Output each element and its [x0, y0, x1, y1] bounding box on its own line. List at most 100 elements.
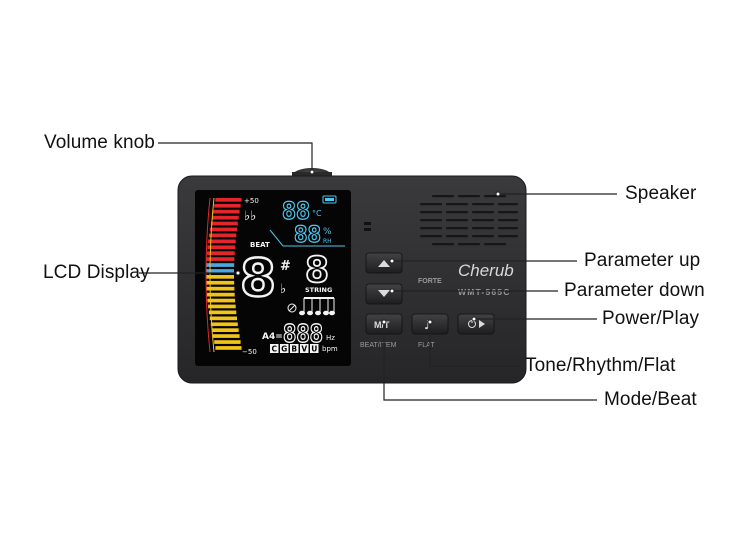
speaker-slot	[420, 203, 442, 206]
label-speaker: Speaker	[625, 183, 697, 204]
speaker-slot	[432, 195, 454, 198]
lcd-temp-unit: °C	[312, 209, 322, 218]
speaker-slot	[420, 235, 442, 238]
speaker-slot	[458, 195, 480, 198]
lcd-string-digit: 8	[305, 250, 329, 291]
lcd-temp-panel: 88 °C 88 % RH	[269, 195, 345, 249]
rhythm-notes-icon	[287, 297, 335, 316]
instrument-letter: C	[271, 345, 277, 354]
label-tone-rhythm-flat: Tone/Rhythm/Flat	[525, 355, 676, 376]
meter-bar	[208, 310, 237, 315]
speaker-slot	[498, 203, 518, 206]
instrument-letter: U	[311, 345, 317, 354]
meter-bar	[213, 209, 240, 214]
lcd-sharp: #	[280, 259, 291, 274]
meter-bar	[213, 334, 240, 338]
instrument-letter: V	[301, 345, 307, 354]
lcd-minus50: −50	[242, 348, 257, 356]
lcd-beat-label: BEAT	[250, 241, 270, 249]
meter-bar	[209, 227, 237, 232]
meter-bar	[208, 233, 237, 238]
instrument-letter: B	[291, 345, 297, 354]
meter-bar	[206, 263, 235, 267]
meter-bar	[206, 292, 235, 297]
meter-bar	[215, 198, 242, 202]
meter-bar	[206, 257, 235, 261]
label-parameter-down: Parameter down	[564, 280, 705, 301]
forte-label: FORTE	[418, 278, 442, 285]
model-number: WMT-565C	[458, 287, 511, 297]
speaker-slot	[498, 219, 518, 222]
lcd-humidity-sub: RH	[323, 238, 332, 245]
meter-bar	[214, 203, 241, 208]
label-lcd-display: LCD Display	[43, 262, 150, 283]
power-play-button[interactable]	[457, 313, 495, 335]
meter-bar	[208, 304, 236, 309]
instrument-box	[310, 344, 319, 353]
lcd-a4-label: A4=	[262, 332, 283, 342]
meter-bar	[214, 340, 241, 344]
parameter-down-button[interactable]	[365, 283, 403, 305]
meter-bar	[207, 298, 236, 303]
flat-label: FLAT	[418, 342, 435, 349]
speaker-slot	[446, 203, 468, 206]
lcd-freq-digits: 888	[283, 319, 323, 348]
speaker-slot	[472, 211, 494, 214]
mode-button-label: M/T	[374, 320, 390, 330]
arrow-down-icon	[378, 290, 390, 297]
meter-bar	[215, 346, 242, 350]
callout-dots	[235, 169, 501, 325]
meter-bar	[206, 269, 234, 273]
meter-scale-line	[205, 197, 211, 353]
instrument-box	[270, 344, 279, 353]
beat-item-label: BEAT/ITEM	[360, 342, 397, 349]
label-mode-beat: Mode/Beat	[604, 389, 697, 410]
tuning-meter	[205, 197, 242, 353]
speaker-slot	[498, 211, 518, 214]
lcd-hz: Hz	[326, 334, 335, 342]
speaker-slot	[420, 227, 442, 230]
lcd-note-digit: 8	[240, 249, 276, 309]
speaker-slot	[498, 227, 518, 230]
speaker-slot	[484, 195, 506, 198]
speaker-slot	[498, 235, 518, 238]
label-parameter-up: Parameter up	[584, 250, 701, 271]
meter-bar	[211, 328, 239, 332]
speaker-slot	[420, 219, 442, 222]
meter-bar	[206, 275, 234, 279]
speaker-slot	[484, 243, 506, 246]
meter-bar	[209, 316, 237, 321]
lcd-humidity-digits: 88	[294, 223, 321, 248]
lcd-flat: ♭	[280, 282, 286, 297]
lcd-humidity-unit: %	[323, 227, 332, 237]
meter-bar	[208, 239, 236, 244]
lcd-flats: ♭♭	[244, 209, 256, 224]
instrument-box	[280, 344, 289, 353]
callout-lines	[139, 142, 617, 401]
speaker-slot	[458, 243, 480, 246]
label-power-play: Power/Play	[602, 308, 700, 329]
lcd-bpm: bpm	[322, 345, 338, 353]
speaker-slot	[472, 219, 494, 222]
lcd-temp-digits: 88	[282, 197, 310, 225]
play-icon	[479, 320, 485, 328]
speaker-slot	[446, 211, 468, 214]
instrument-box	[300, 344, 309, 353]
speaker-slot	[446, 219, 468, 222]
speaker-slot	[446, 227, 468, 230]
parameter-up-button[interactable]	[365, 252, 403, 274]
instrument-letter: G	[281, 345, 287, 354]
speaker-slot	[472, 203, 494, 206]
meter-bar	[210, 322, 238, 327]
lcd-string-label: STRING	[305, 286, 332, 294]
meter-bar	[206, 286, 235, 291]
lcd-plus50: +50	[244, 197, 259, 205]
speaker-slot	[472, 235, 494, 238]
meter-bar	[207, 245, 236, 250]
speaker-slot	[432, 243, 454, 246]
meter-bar	[206, 280, 235, 285]
label-volume-knob: Volume knob	[44, 132, 155, 153]
note-icon: ♪	[424, 318, 432, 332]
